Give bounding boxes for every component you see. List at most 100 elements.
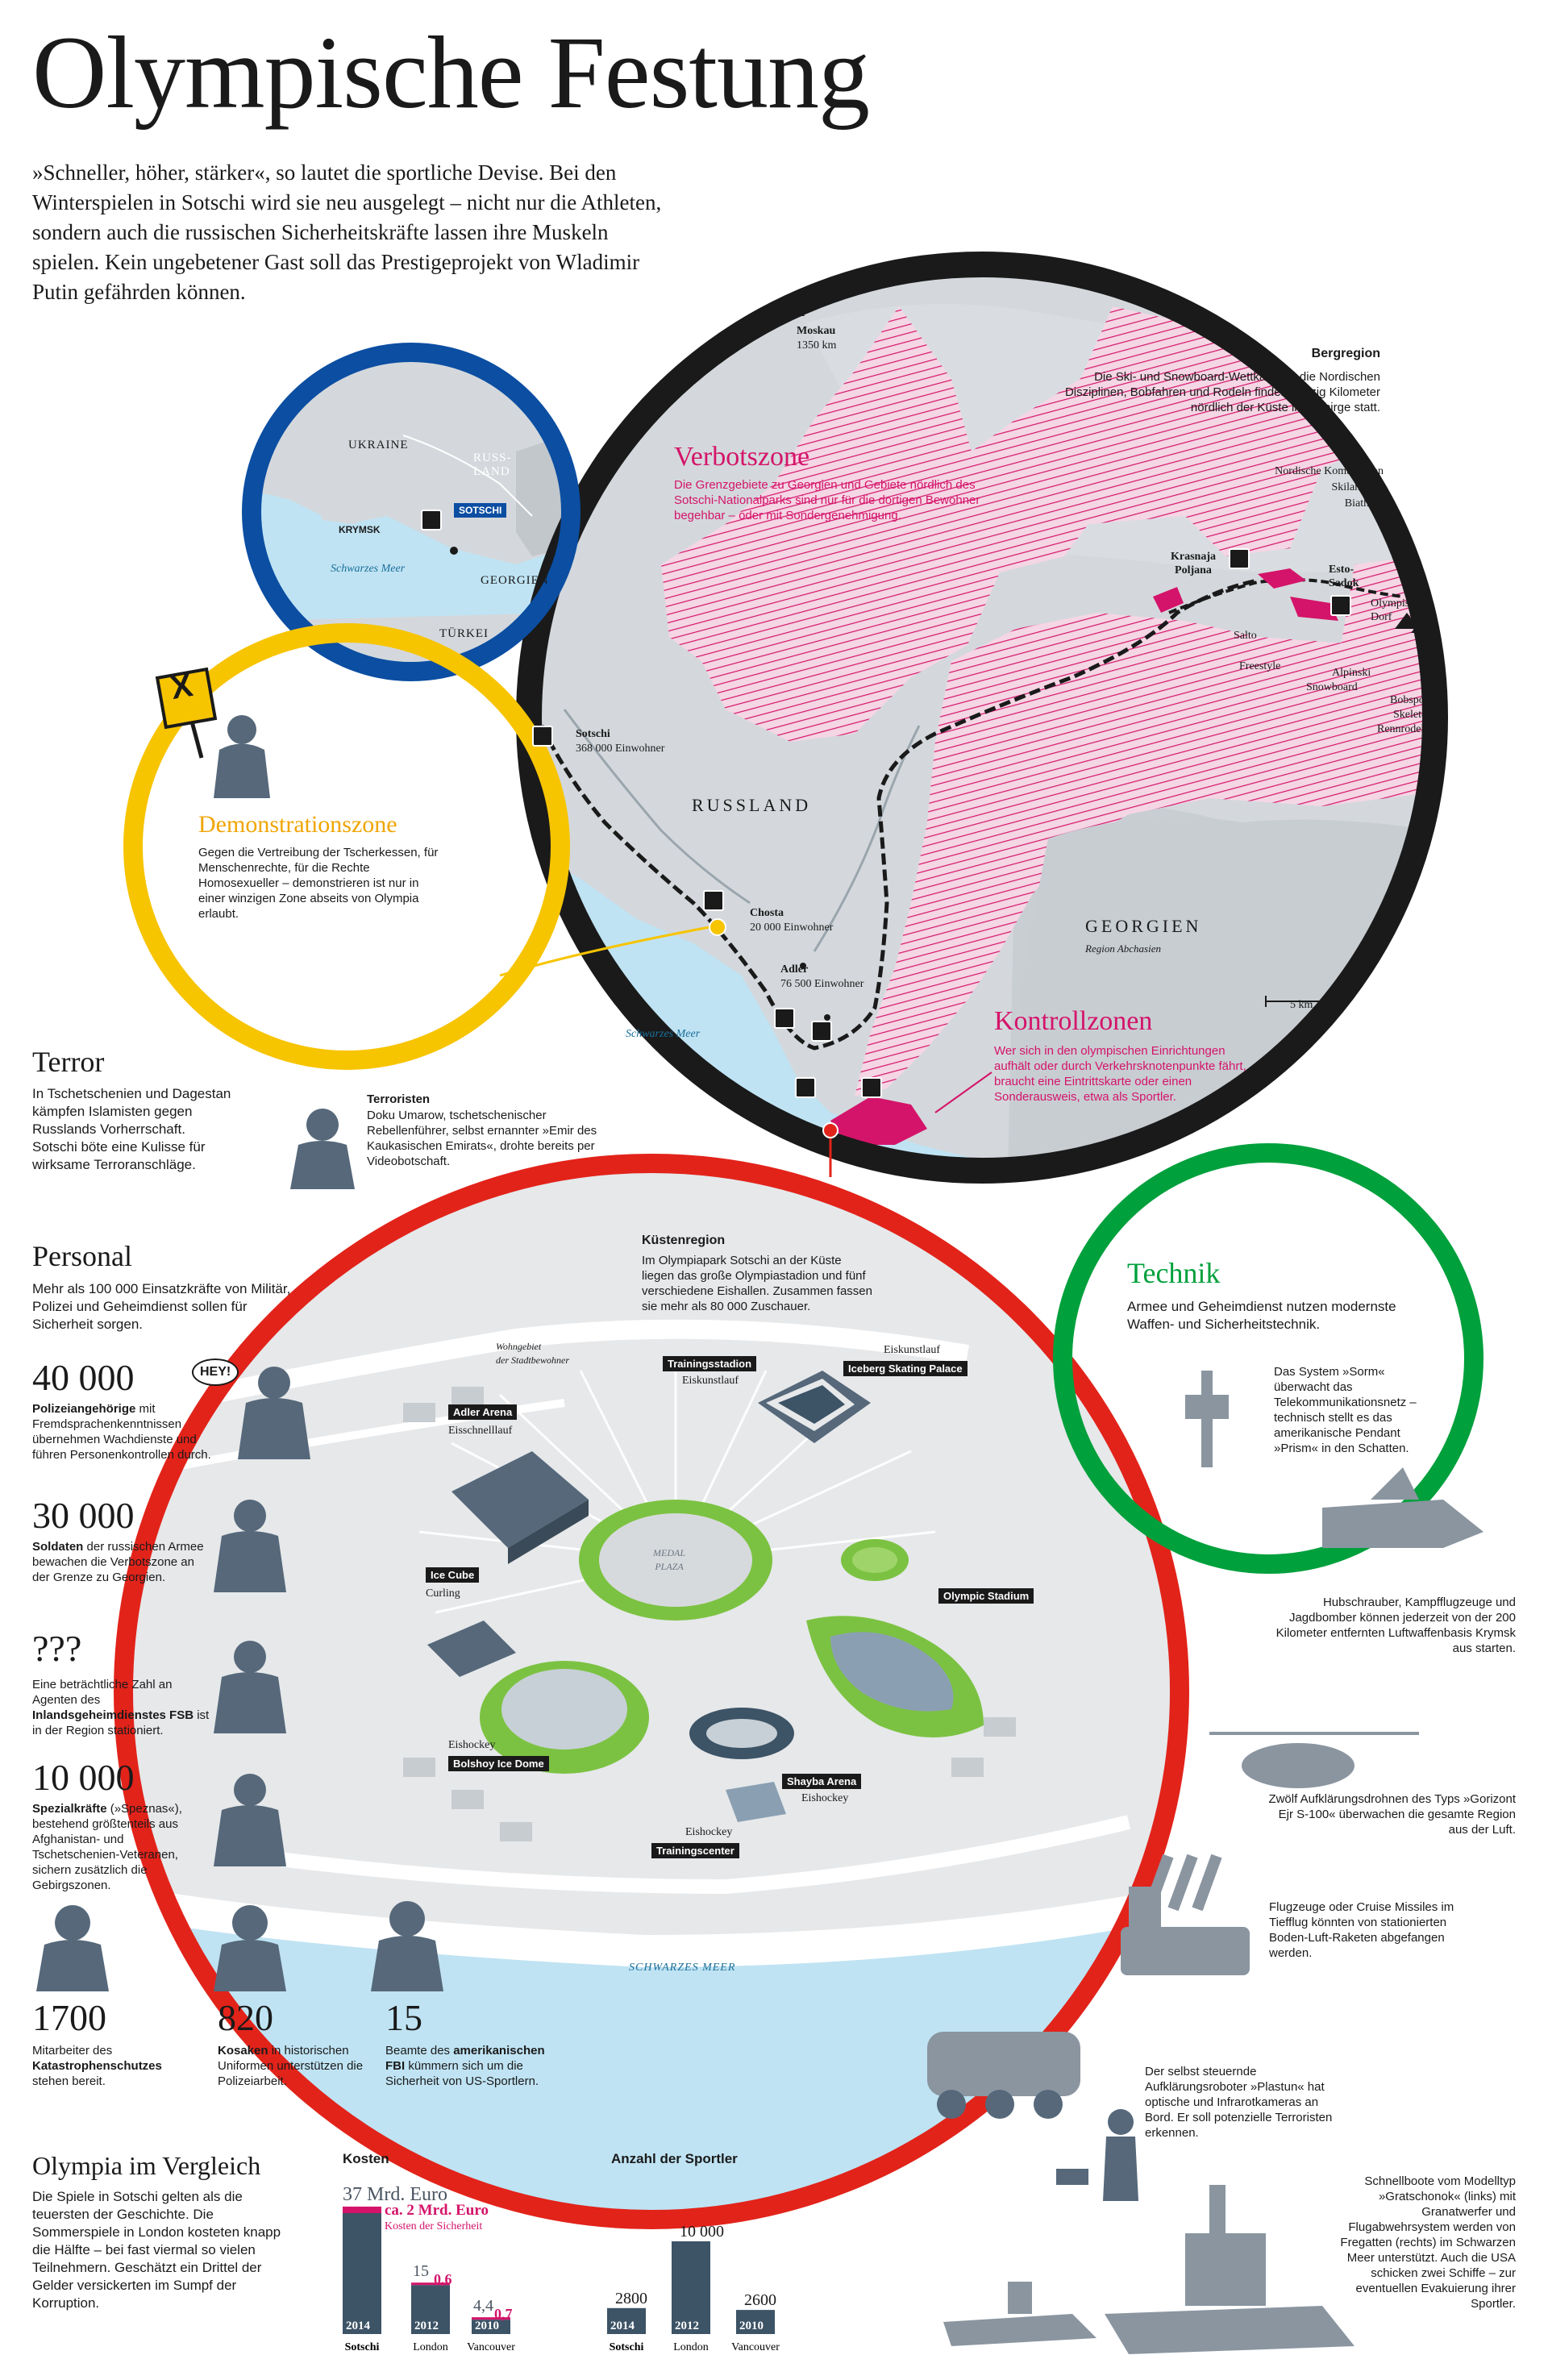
airport-icon xyxy=(811,1021,832,1042)
train-icon xyxy=(795,1077,816,1098)
figures xyxy=(36,715,1138,2201)
bottom-num-1: 820 xyxy=(218,1997,273,2038)
bottom-num-0: 1700 xyxy=(32,1997,106,2038)
label-nordische: Nordische Kombination xyxy=(1275,465,1384,477)
cost-value-label: 4,4 xyxy=(473,2297,493,2315)
label-georgien: GEORGIEN xyxy=(1085,916,1202,936)
security-cost-bar xyxy=(411,2282,450,2286)
athletes-bar xyxy=(607,2307,646,2334)
hey-bubble: HEY! xyxy=(192,1359,239,1386)
ring-green xyxy=(1053,1143,1484,1574)
verbotszone-text: Die Grenzgebiete zu Georgien und Gebiete… xyxy=(674,478,980,522)
coast-heading: Küstenregion xyxy=(642,1234,726,1247)
compare-text: Die Spiele in Sotschi gelten als die teu… xyxy=(32,2189,281,2311)
ring-yellow xyxy=(123,623,570,1070)
inset-label-georgien: GEORGIEN xyxy=(481,574,549,587)
label-russland: RUSSLAND xyxy=(692,795,812,815)
security-cost-bar xyxy=(343,2206,381,2213)
label-freestyle: Freestyle xyxy=(1239,660,1281,672)
athletes-year-label: 2014 xyxy=(610,2320,635,2332)
inset-label-krymsk: KRYMSK xyxy=(339,524,381,535)
tech-illustrations xyxy=(927,1371,1484,2354)
terror-heading: Terror xyxy=(32,1046,105,1078)
bottom-num-2: 15 xyxy=(385,1997,422,2038)
verbotszone-heading: Verbotszone xyxy=(674,442,810,472)
label-eishockey-2: Eishockey xyxy=(801,1792,849,1804)
label-olympic-stadium: Olympic Stadium xyxy=(938,1588,1034,1604)
compare-heading: Olympia im Vergleich xyxy=(32,2151,261,2180)
missiles-text: Flugzeuge oder Cruise Missiles im Tieffl… xyxy=(1269,1900,1454,1960)
train-icon xyxy=(532,726,553,747)
inset-label-ukraine: UKRAINE xyxy=(348,439,409,451)
inset-label-russland: RUSS- LAND xyxy=(473,451,512,478)
label-olympisches-dorf: Olympisches Dorf xyxy=(1371,597,1430,623)
personal-num-0: 40 000 xyxy=(32,1357,135,1398)
inset-label-sea: Schwarzes Meer xyxy=(331,563,406,575)
cost-bar xyxy=(472,2320,510,2334)
cost-bar xyxy=(343,2213,381,2334)
cost-city-label: London xyxy=(413,2341,448,2353)
airport-icon xyxy=(421,510,442,531)
label-adler-pop: 76 500 Einwohner xyxy=(780,978,864,990)
security-legend-label: Kosten der Sicherheit xyxy=(385,2220,482,2232)
personal-text: Mehr als 100 000 Einsatzkräfte von Milit… xyxy=(32,1281,291,1332)
athletes-city-label: Sotschi xyxy=(610,2341,644,2353)
label-rennrodeln: Rennrodeln xyxy=(1377,723,1430,735)
personal-desc-1: Soldaten der russischen Armee bewachen d… xyxy=(32,1540,204,1584)
label-chosta: Chosta xyxy=(750,907,784,919)
label-esto: Esto- Sadok xyxy=(1329,564,1359,589)
label-bolshoy: Bolshoy Ice Dome xyxy=(448,1756,549,1771)
label-eishockey-1: Eishockey xyxy=(448,1739,496,1751)
terrorists-heading: Terroristen xyxy=(367,1092,431,1106)
kontroll-heading: Kontrollzonen xyxy=(994,1006,1153,1036)
personal-desc-0: Polizeiangehörige mit Fremdsprachenkennt… xyxy=(32,1402,211,1462)
boats-text: Schnellboote vom Modelltyp »Gratschonok«… xyxy=(1340,2174,1516,2311)
page-title: Olympische Festung xyxy=(32,15,870,130)
label-curling: Curling xyxy=(426,1587,460,1600)
cost-value-label: 15 xyxy=(413,2262,429,2280)
athletes-year-label: 2012 xyxy=(675,2320,699,2332)
label-skilanglauf: Skilanglauf xyxy=(1331,481,1384,493)
label-chosta-pop: 20 000 Einwohner xyxy=(750,922,834,934)
train-icon xyxy=(774,1008,795,1029)
bottom-desc-0: Mitarbeiter des Katastrophenschutzes ste… xyxy=(32,2044,162,2088)
cost-year-label: 2014 xyxy=(346,2320,371,2332)
security-value-label: ca. 2 Mrd. Euro xyxy=(385,2202,489,2219)
athletes-value-label: 2800 xyxy=(615,2290,647,2307)
athletes-year-label: 2010 xyxy=(739,2320,764,2332)
inset-label-sotschi: SOTSCHI xyxy=(454,503,507,518)
cost-year-label: 2012 xyxy=(414,2320,439,2332)
label-eiskunstlauf-1: Eiskunstlauf xyxy=(682,1375,739,1387)
security-value-label: 0,7 xyxy=(494,2306,513,2322)
label-alpinski: Alpinski xyxy=(1332,667,1371,679)
label-trainingscenter: Trainingscenter xyxy=(651,1843,739,1858)
personal-desc-3: Spezialkräfte (»Speznas«), bestehend grö… xyxy=(32,1802,182,1892)
ring-red xyxy=(114,1154,1189,2229)
kontroll-text: Wer sich in den olympischen Einrichtunge… xyxy=(994,1044,1246,1104)
coast-text: Im Olympiapark Sotschi an der Küste lieg… xyxy=(642,1254,872,1313)
label-medal-plaza: MEDAL PLAZA xyxy=(653,1547,685,1572)
label-trainingsstadion: Trainingsstadion xyxy=(663,1356,757,1371)
label-sotschi-pop: 368 000 Einwohner xyxy=(576,743,665,755)
bottom-desc-1: Kosaken in historischen Uniformen unters… xyxy=(218,2044,364,2088)
bergregion-heading: Bergregion xyxy=(1311,347,1380,360)
bottom-desc-2: Beamte des amerikanischen FBI kümmern si… xyxy=(385,2044,545,2088)
train-icon xyxy=(703,890,724,911)
personal-num-3: 10 000 xyxy=(32,1757,135,1798)
bergregion-text: Die Ski- und Snowboard-Wettkämpfe, die N… xyxy=(1064,370,1380,414)
cost-city-label: Sotschi xyxy=(345,2341,380,2353)
security-cost-bar xyxy=(472,2317,510,2320)
label-eisschnelllauf: Eisschnelllauf xyxy=(448,1425,513,1437)
ring-blue xyxy=(242,343,580,681)
label-bobsport: Bobsport xyxy=(1390,694,1432,706)
label-adler-arena: Adler Arena xyxy=(448,1404,518,1420)
train-icon xyxy=(1330,595,1351,616)
cost-value-label: 37 Mrd. Euro xyxy=(343,2184,447,2205)
personal-heading: Personal xyxy=(32,1240,132,1272)
label-eishockey-3: Eishockey xyxy=(685,1826,733,1838)
label-salto: Salto xyxy=(1234,630,1257,642)
cost-year-label: 2010 xyxy=(475,2320,499,2332)
label-sotschi: Sotschi xyxy=(576,728,610,740)
athletes-bar xyxy=(736,2310,775,2334)
